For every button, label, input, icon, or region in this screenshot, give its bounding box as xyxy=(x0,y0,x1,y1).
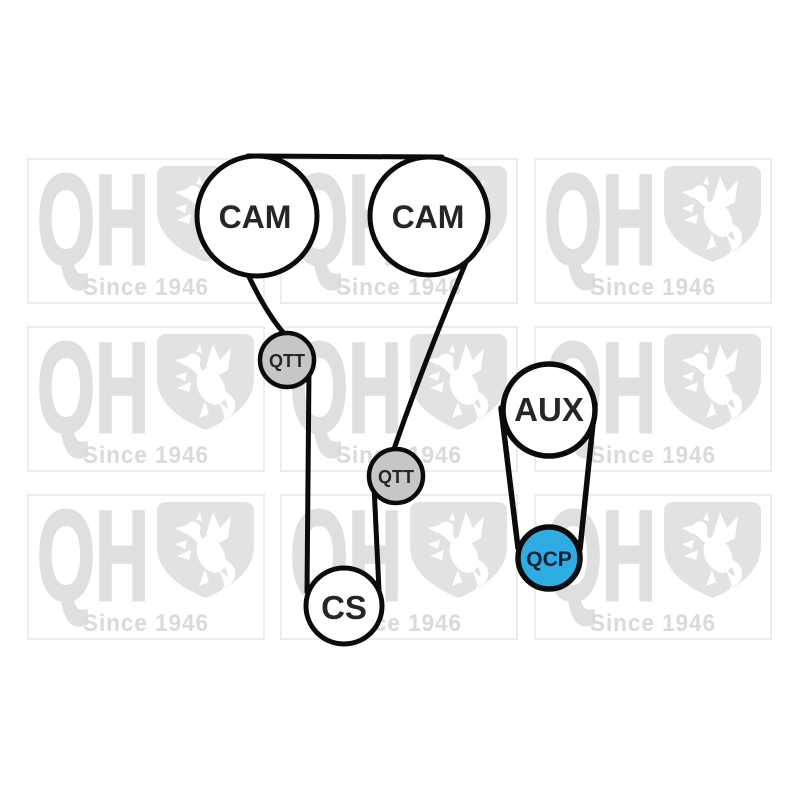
tensioner-lower-circle xyxy=(366,446,426,506)
cam-left-circle xyxy=(194,153,320,279)
pulley-water-pump: QCP xyxy=(515,524,583,592)
watermark-tile: QH Since 1946 xyxy=(534,494,772,640)
tensioner-upper-circle xyxy=(257,330,317,390)
qh-logo-text: QH xyxy=(37,496,149,628)
tensioner-lower-label: QTT xyxy=(378,467,414,487)
watermark-tile: QH Since 1946 xyxy=(27,494,265,640)
cam-right-circle xyxy=(367,154,491,278)
watermark-tile: QH Since 1946 xyxy=(27,326,265,472)
water-pump-label: QCP xyxy=(526,548,572,571)
water-pump-circle xyxy=(515,524,583,592)
pulley-cam-right: CAM xyxy=(367,154,491,278)
since-1946-text: Since 1946 xyxy=(590,274,716,301)
since-1946-text: Since 1946 xyxy=(83,274,209,301)
since-1946-text: Since 1946 xyxy=(83,442,209,469)
pulley-auxiliary: AUX xyxy=(500,361,598,459)
auxiliary-label: AUX xyxy=(514,391,584,428)
crankshaft-circle xyxy=(303,565,385,647)
since-1946-text: Since 1946 xyxy=(83,610,209,637)
pulley-tensioner-upper: QTT xyxy=(257,330,317,390)
since-1946-text: Since 1946 xyxy=(590,610,716,637)
cam-right-label: CAM xyxy=(392,199,465,235)
qh-logo-text: QH xyxy=(544,160,656,292)
pulley-cam-left: CAM xyxy=(194,153,320,279)
qh-logo-text: QH xyxy=(37,328,149,460)
qh-logo-text: QH xyxy=(37,160,149,292)
since-1946-text: Since 1946 xyxy=(590,442,716,469)
watermark-tile: QH Since 1946 xyxy=(534,158,772,304)
crankshaft-label: CS xyxy=(321,589,367,626)
tensioner-upper-label: QTT xyxy=(269,351,305,371)
pulley-crankshaft: CS xyxy=(303,565,385,647)
since-1946-text: Since 1946 xyxy=(336,274,462,301)
pulley-tensioner-lower: QTT xyxy=(366,446,426,506)
cam-left-label: CAM xyxy=(219,199,292,235)
auxiliary-circle xyxy=(500,361,598,459)
